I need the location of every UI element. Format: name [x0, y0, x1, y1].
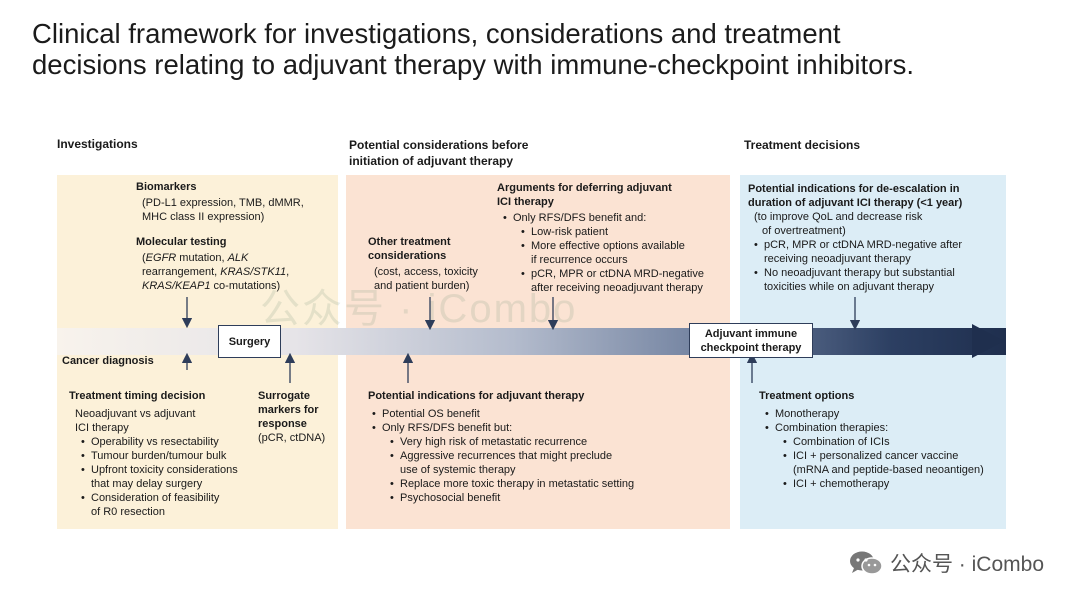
indications-bullet: Potential OS benefit — [372, 407, 718, 421]
surrogate-line: (pCR, ctDNA) — [258, 432, 326, 444]
indications-sub-bullet: Psychosocial benefit — [390, 491, 718, 505]
adjuvant-box-line-1: Adjuvant immune — [704, 327, 798, 340]
treatment-options-block: Treatment options Monotherapy Combinatio… — [759, 389, 999, 491]
title-line-1: Clinical framework for investigations, c… — [32, 18, 841, 49]
surrogate-heading-2: markers for — [258, 404, 319, 416]
indications-sub-bullet: Aggressive recurrences that might preclu… — [390, 449, 718, 477]
adjuvant-therapy-box: Adjuvant immune checkpoint therapy — [689, 323, 813, 358]
deescalation-heading-1: Potential indications for de-escalation … — [748, 183, 960, 195]
section-investigations: Investigations — [57, 137, 138, 151]
timing-bullet: Operability vs resectability — [81, 435, 269, 449]
timing-heading: Treatment timing decision — [69, 390, 206, 402]
timeline-arrowhead — [972, 324, 1004, 358]
options-sub-bullet: ICI + chemotherapy — [783, 477, 999, 491]
biomarkers-heading: Biomarkers — [136, 181, 197, 193]
watermark-corner-text: 公众号 · iCombo — [889, 553, 1044, 576]
deferring-heading-1: Arguments for deferring adjuvant — [497, 182, 672, 194]
timing-decision-block: Treatment timing decision Neoadjuvant vs… — [69, 389, 269, 519]
options-bullet: Combination therapies: Combination of IC… — [765, 421, 999, 491]
deescalation-line-2: of overtreatment) — [762, 225, 846, 237]
indications-heading: Potential indications for adjuvant thera… — [368, 390, 585, 402]
timeline-band — [57, 328, 1006, 355]
other-heading-1: Other treatment — [368, 236, 451, 248]
deescalation-bullet: No neoadjuvant therapy but substantialto… — [754, 266, 998, 294]
deescalation-block: Potential indications for de-escalation … — [748, 182, 998, 294]
indications-block: Potential indications for adjuvant thera… — [368, 389, 718, 505]
molecular-line-2: rearrangement, KRAS/STK11, — [142, 266, 290, 278]
deescalation-bullet: pCR, MPR or ctDNA MRD-negative afterrece… — [754, 238, 998, 266]
options-sub-bullet: Combination of ICIs — [783, 435, 999, 449]
biomarkers-line-2: MHC class II expression) — [142, 211, 265, 223]
timing-bullet: Tumour burden/tumour bulk — [81, 449, 269, 463]
other-heading-2: considerations — [368, 250, 447, 262]
section-considerations: Potential considerations before initiati… — [349, 137, 528, 169]
biomarkers-block: Biomarkers (PD-L1 expression, TMB, dMMR,… — [136, 180, 304, 224]
section-considerations-line-1: Potential considerations before — [349, 138, 529, 152]
options-sub-bullet: ICI + personalized cancer vaccine(mRNA a… — [783, 449, 999, 477]
section-considerations-line-2: initiation of adjuvant therapy — [349, 154, 514, 168]
molecular-heading: Molecular testing — [136, 236, 227, 248]
surrogate-heading-3: response — [258, 418, 307, 430]
timing-line-2: ICI therapy — [75, 422, 129, 434]
surrogate-heading-1: Surrogate — [258, 390, 310, 402]
deferring-sub-bullet: Low-risk patient — [521, 225, 727, 239]
deferring-bullet: Only RFS/DFS benefit and: Low-risk patie… — [503, 211, 727, 295]
other-line-2: and patient burden) — [374, 280, 470, 292]
watermark-corner: 公众号 · iCombo — [848, 548, 1044, 578]
indications-bullet: Only RFS/DFS benefit but: Very high risk… — [372, 421, 718, 505]
wechat-icon — [848, 550, 884, 576]
indications-sub-bullet: Replace more toxic therapy in metastatic… — [390, 477, 718, 491]
options-heading: Treatment options — [759, 390, 855, 402]
section-treatment-decisions: Treatment decisions — [744, 138, 861, 152]
molecular-line-3: KRAS/KEAP1 co-mutations) — [142, 280, 281, 292]
other-line-1: (cost, access, toxicity — [374, 266, 478, 278]
surrogate-markers-block: Surrogate markers for response (pCR, ctD… — [258, 389, 325, 445]
deferring-heading-2: ICI therapy — [497, 196, 554, 208]
options-bullet: Monotherapy — [765, 407, 999, 421]
title-line-2: decisions relating to adjuvant therapy w… — [32, 49, 914, 80]
surgery-box: Surgery — [218, 325, 281, 358]
molecular-line-1: (EGFR mutation, ALK — [142, 252, 249, 264]
cancer-diagnosis-label: Cancer diagnosis — [62, 355, 154, 367]
slide-title: Clinical framework for investigations, c… — [32, 18, 1052, 80]
indications-sub-bullet: Very high risk of metastatic recurrence — [390, 435, 718, 449]
biomarkers-line-1: (PD-L1 expression, TMB, dMMR, — [142, 197, 304, 209]
adjuvant-box-line-2: checkpoint therapy — [700, 341, 802, 354]
timing-line-1: Neoadjuvant vs adjuvant — [75, 408, 196, 420]
other-considerations-block: Other treatment considerations (cost, ac… — [368, 235, 478, 293]
deferring-block: Arguments for deferring adjuvant ICI the… — [497, 181, 727, 295]
molecular-testing-block: Molecular testing (EGFR mutation, ALK re… — [136, 235, 289, 293]
deescalation-line-1: (to improve QoL and decrease risk — [754, 211, 923, 223]
deescalation-heading-2: duration of adjuvant ICI therapy (<1 yea… — [748, 197, 963, 209]
